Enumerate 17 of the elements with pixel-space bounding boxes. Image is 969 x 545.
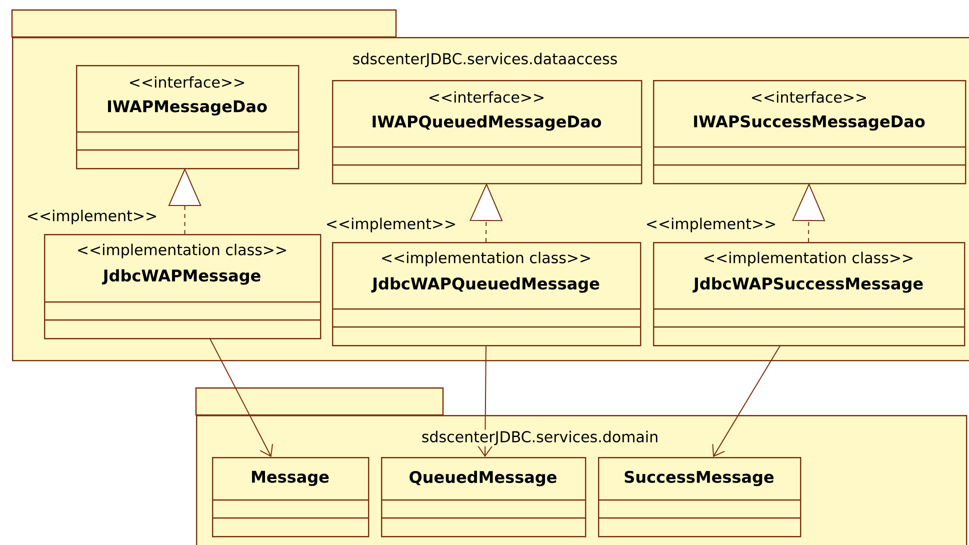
- class-box: SuccessMessage: [598, 456, 802, 538]
- edge-label: <<implement>>: [25, 208, 159, 226]
- package-name: sdscenterJDBC.services.dataaccess: [351, 52, 619, 68]
- edge-label: <<implement>>: [324, 216, 458, 234]
- class-box: <<implementation class>> JdbcWAPQueuedMessage: [332, 242, 642, 346]
- association-arrow: [209, 338, 274, 457]
- class-box: <<implementation class>> JdbcWAPMessage: [44, 234, 322, 340]
- class-box: <<interface>> IWAPMessageDao: [76, 65, 300, 170]
- class-box: <<interface>> IWAPQueuedMessageDao: [332, 80, 642, 184]
- class-box: Message: [212, 456, 370, 538]
- edge-label: <<implement>>: [644, 216, 778, 234]
- class-box: <<interface>> IWAPSuccessMessageDao: [653, 80, 966, 184]
- package-name: sdscenterJDBC.services.domain: [420, 430, 660, 446]
- class-box: QueuedMessage: [381, 456, 586, 538]
- association-arrow: [712, 344, 781, 457]
- class-box: <<implementation class>> JdbcWAPSuccessMessage: [653, 242, 966, 346]
- association-arrow: [478, 344, 493, 457]
